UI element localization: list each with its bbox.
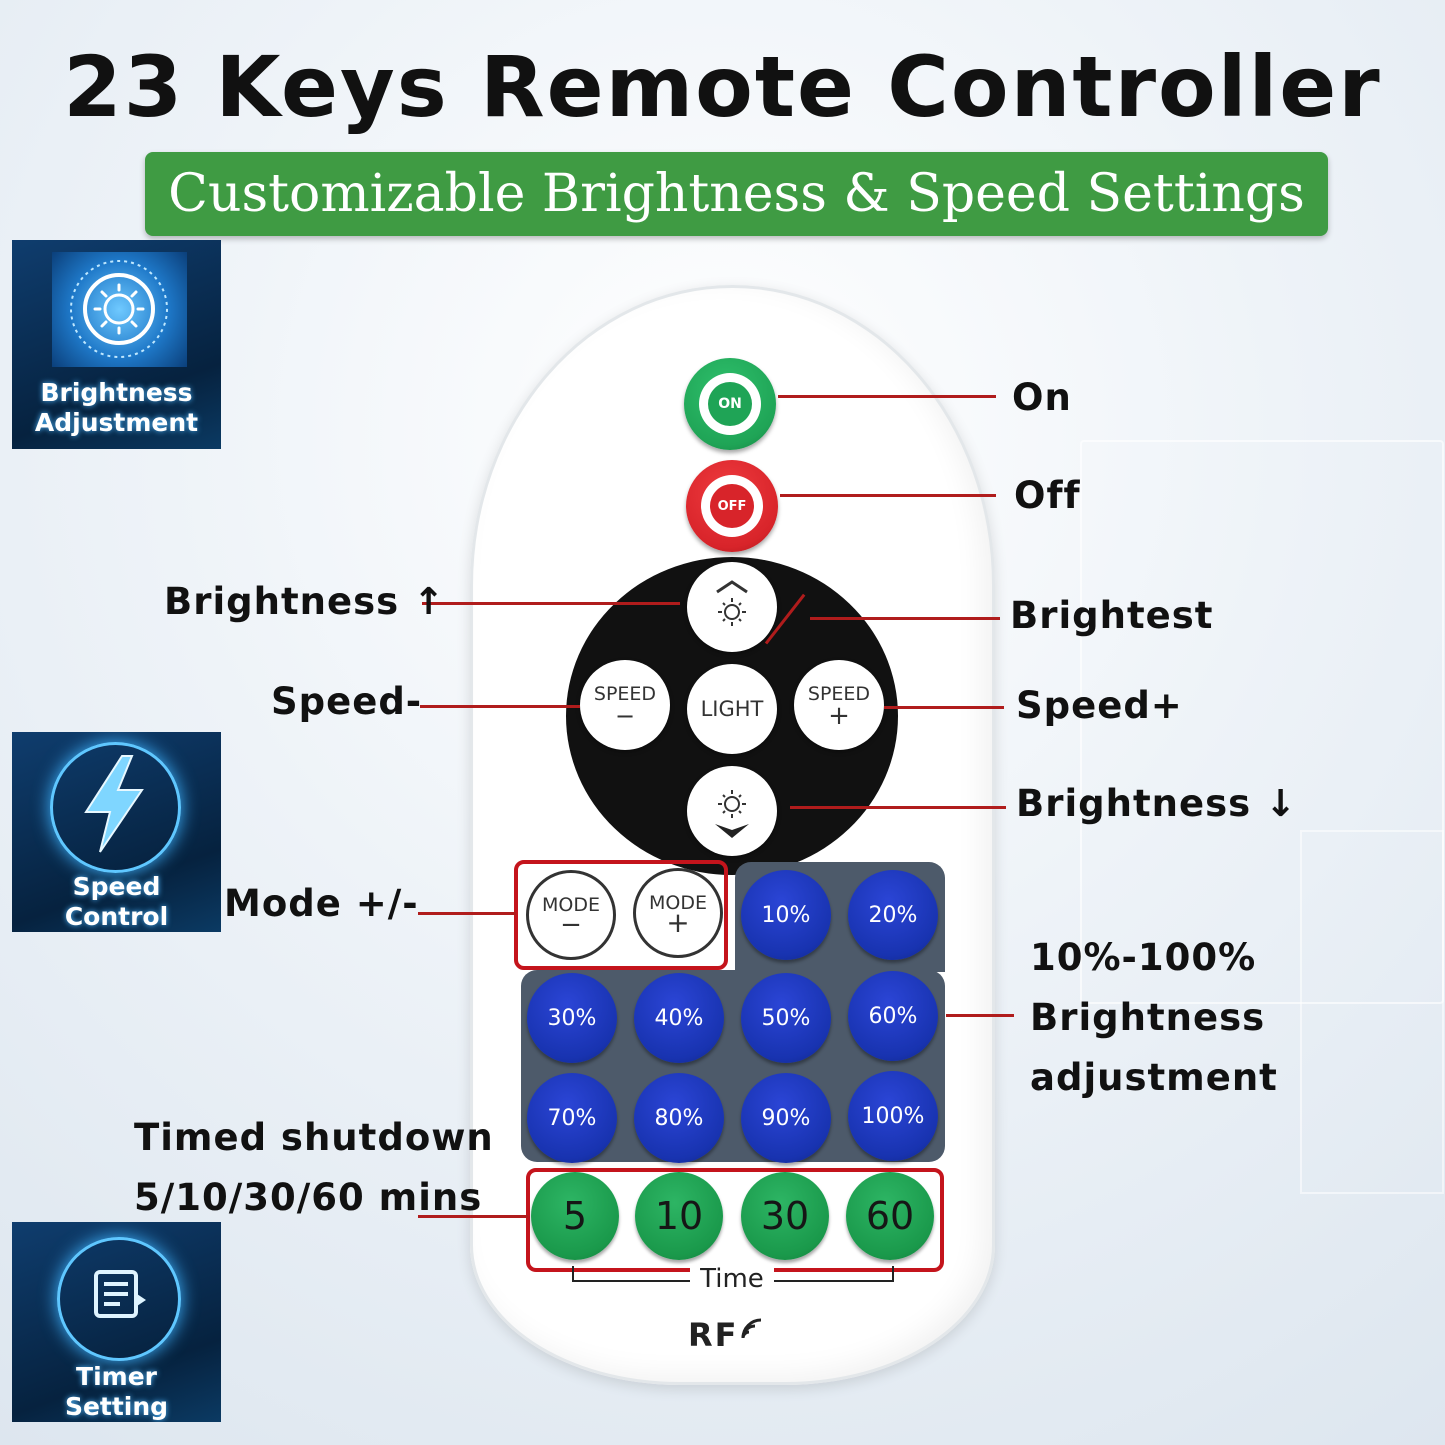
sun-up-icon (716, 580, 748, 626)
rf-label: RF (688, 1316, 739, 1354)
mode-plus-button[interactable]: MODE + (633, 868, 723, 958)
key-label: 60 (865, 1194, 915, 1238)
off-key-label: OFF (710, 484, 754, 528)
time-label: Time (690, 1264, 774, 1294)
key-label: 90% (761, 1105, 811, 1131)
rf-logo: RF (688, 1312, 769, 1354)
plus-sign: + (828, 701, 850, 731)
timer-30-button[interactable]: 30 (741, 1172, 829, 1260)
brightness-60-button[interactable]: 60% (848, 971, 938, 1061)
sun-down-icon (715, 790, 749, 838)
callout-brightness-up: Brightness ↑ (164, 580, 446, 623)
feature-tile-brightness: Brightness Adjustment (12, 240, 221, 449)
key-label: 70% (547, 1105, 597, 1131)
subtitle-text: Customizable Brightness & Speed Settings (168, 164, 1305, 224)
feature-label: Adjustment (34, 408, 199, 437)
minus-sign: − (560, 910, 582, 940)
brightness-70-button[interactable]: 70% (527, 1073, 617, 1163)
wireless-signal-icon (741, 1318, 761, 1339)
background-panel (1300, 830, 1444, 1194)
key-label: 10 (654, 1194, 704, 1238)
brightness-20-button[interactable]: 20% (848, 870, 938, 960)
on-button[interactable]: ON (684, 358, 776, 450)
key-label: 40% (654, 1005, 704, 1031)
key-label: 20% (868, 902, 918, 928)
light-button[interactable]: LIGHT (687, 664, 777, 754)
brightness-40-button[interactable]: 40% (634, 973, 724, 1063)
key-label: 30% (547, 1005, 597, 1031)
subtitle-banner: Customizable Brightness & Speed Settings (145, 152, 1328, 236)
callout-percent-adjustment: adjustment (1030, 1056, 1278, 1099)
feature-tile-timer: Timer Setting (12, 1222, 221, 1422)
speed-plus-button[interactable]: SPEED + (794, 660, 884, 750)
brightness-80-button[interactable]: 80% (634, 1073, 724, 1163)
key-label: 60% (868, 1003, 918, 1029)
minus-sign: − (614, 702, 636, 730)
ring-decoration (50, 742, 181, 873)
speed-key-label: SPEED (593, 683, 657, 705)
brightness-30-button[interactable]: 30% (527, 973, 617, 1063)
brightness-50-button[interactable]: 50% (741, 973, 831, 1063)
leader-line (418, 1215, 528, 1218)
brightness-100-button[interactable]: 100% (848, 1071, 938, 1161)
key-label: 100% (861, 1103, 925, 1129)
callout-timer-values: 5/10/30/60 mins (134, 1176, 483, 1219)
timer-60-button[interactable]: 60 (846, 1172, 934, 1260)
key-label: 5 (562, 1194, 588, 1238)
leader-line (810, 617, 1000, 620)
ring-decoration (57, 1237, 181, 1361)
key-label: 50% (761, 1005, 811, 1031)
feature-label: Timer (76, 1362, 157, 1391)
leader-line (780, 494, 996, 497)
on-key-label: ON (708, 382, 752, 426)
feature-label: Speed (72, 872, 161, 901)
power-icon: OFF (701, 475, 763, 537)
speed-minus-button[interactable]: SPEED − (580, 660, 670, 750)
leader-line (790, 806, 1006, 809)
leader-line (422, 602, 680, 605)
key-label: 30 (760, 1194, 810, 1238)
callout-on: On (1012, 376, 1072, 419)
callout-off: Off (1014, 474, 1081, 517)
light-key-label: LIGHT (700, 697, 764, 721)
timer-10-button[interactable]: 10 (635, 1172, 723, 1260)
feature-tile-speed: Speed Control (12, 732, 221, 932)
leader-line (946, 1014, 1014, 1017)
plus-sign: + (666, 906, 690, 939)
leader-line (420, 705, 580, 708)
mode-minus-button[interactable]: MODE − (526, 870, 616, 960)
mode-key-label: MODE (542, 894, 600, 916)
mode-key-label: MODE (649, 892, 707, 914)
background-panel (1080, 440, 1444, 1004)
leader-line (884, 706, 1004, 709)
callout-speed-plus: Speed+ (1016, 684, 1183, 727)
key-label: 80% (654, 1105, 704, 1131)
feature-label: Control (64, 902, 169, 931)
callout-mode: Mode +/- (224, 882, 419, 925)
lightning-icon (74, 754, 154, 858)
mode-highlight-box (514, 860, 728, 970)
callout-brightest: Brightest (1010, 594, 1214, 637)
feature-label: Brightness (40, 378, 193, 407)
brightness-down-button[interactable] (687, 766, 777, 856)
timer-icon (90, 1264, 150, 1328)
leader-line (778, 395, 996, 398)
brightness-10-button[interactable]: 10% (741, 870, 831, 960)
key-label: 10% (761, 902, 811, 928)
off-button[interactable]: OFF (686, 460, 778, 552)
timer-5-button[interactable]: 5 (531, 1172, 619, 1260)
brightness-up-button[interactable] (687, 562, 777, 652)
page-title: 23 Keys Remote Controller (63, 38, 1382, 136)
callout-percent-range: 10%-100% (1030, 936, 1257, 979)
callout-timed-shutdown: Timed shutdown (134, 1116, 494, 1159)
feature-label: Setting (64, 1392, 169, 1421)
sun-icon (52, 252, 187, 367)
brightness-90-button[interactable]: 90% (741, 1073, 831, 1163)
callout-brightness-down: Brightness ↓ (1016, 782, 1298, 825)
speed-key-label: SPEED (807, 683, 871, 705)
callout-speed-minus: Speed- (271, 680, 423, 723)
power-icon: ON (699, 373, 761, 435)
callout-percent-brightness: Brightness (1030, 996, 1266, 1039)
leader-line (418, 912, 516, 915)
